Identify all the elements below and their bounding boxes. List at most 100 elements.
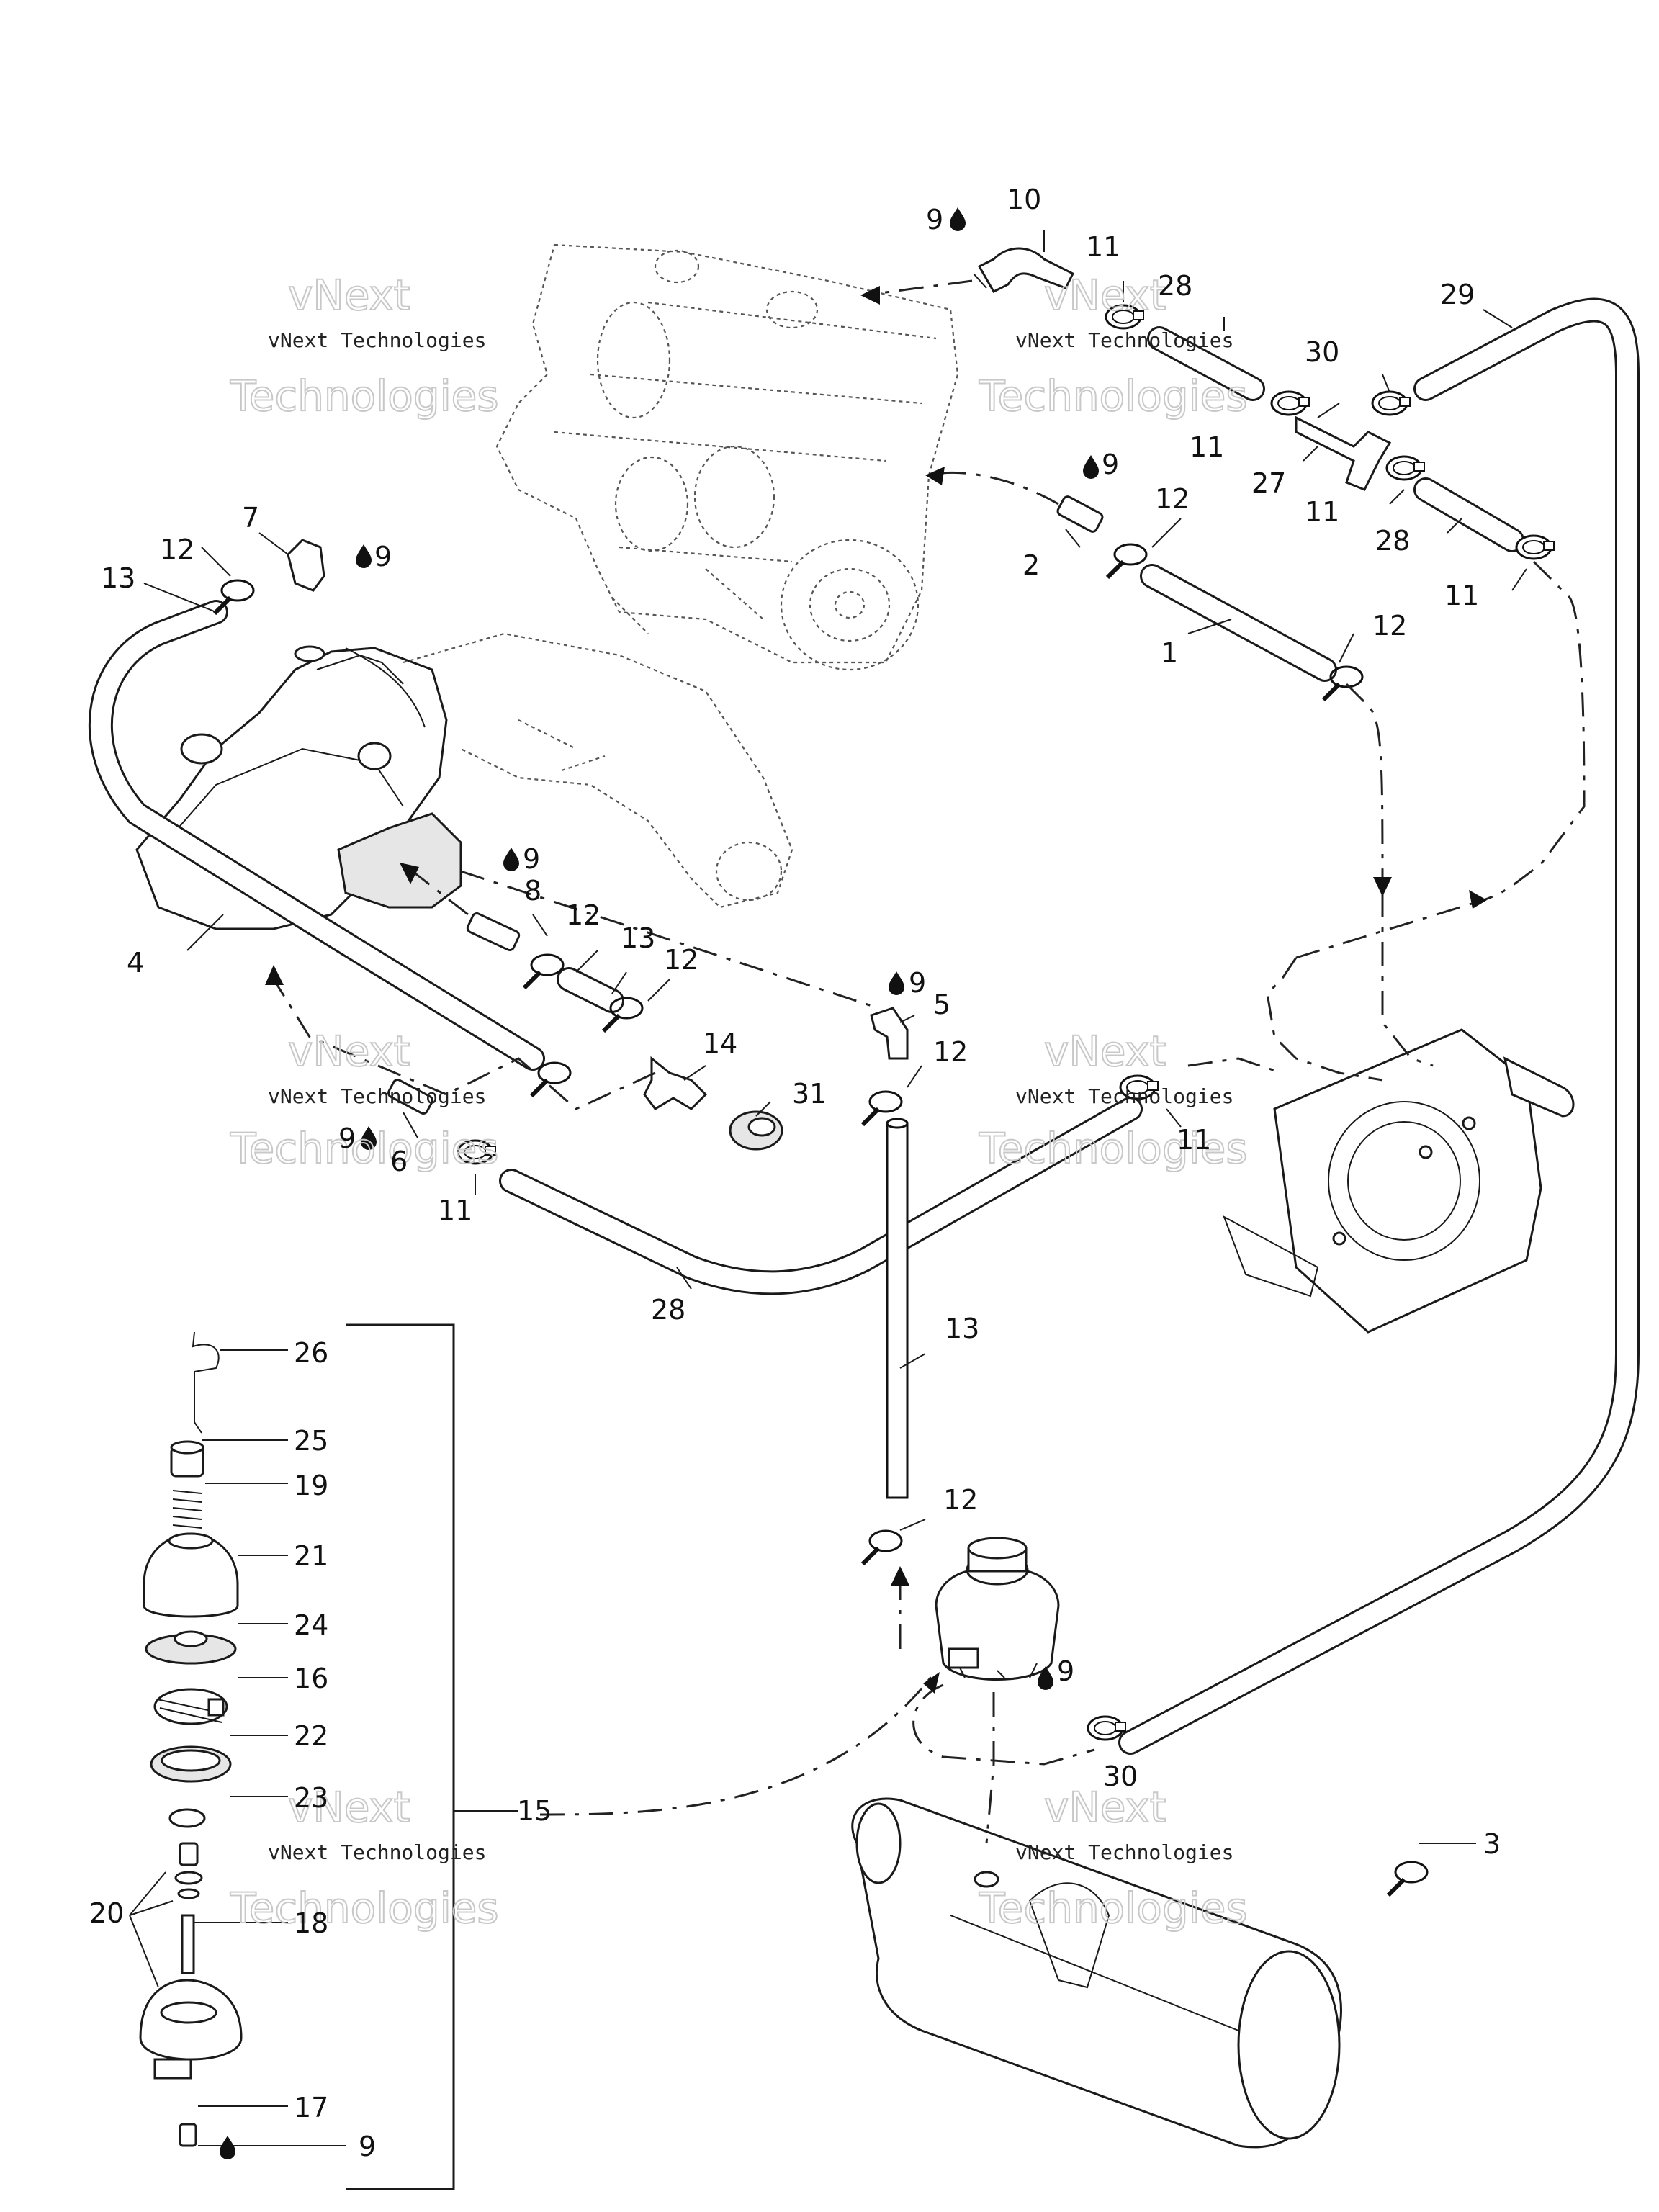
transom-plate	[1223, 1028, 1575, 1334]
callout-15: 15	[517, 1795, 552, 1827]
callout-20: 20	[89, 1897, 124, 1929]
callout-1: 1	[1161, 637, 1178, 669]
exhaust-pipe-phantom	[403, 632, 793, 909]
callout-12: 12	[1372, 610, 1407, 642]
callout-9: 9	[374, 541, 392, 572]
y-fitting-14	[643, 1056, 708, 1110]
svg-text:vNext: vNext	[1044, 1027, 1166, 1076]
callout-24: 24	[294, 1609, 328, 1641]
callout-13: 13	[101, 562, 135, 594]
callouts: 10 9 11 28 29 30 11 27 9 12 11 28 2 11 1…	[89, 184, 1501, 2162]
callout-30: 30	[1305, 336, 1339, 368]
callout-29: 29	[1440, 279, 1475, 310]
regulator-exploded	[139, 1323, 455, 2190]
exhaust-manifold	[135, 645, 462, 930]
watermark-bottom-right: vNext vNext Technologies Technologies	[978, 1782, 1249, 1933]
hose-13-short	[557, 967, 624, 1013]
callout-9: 9	[523, 843, 540, 875]
svg-text:Technologies: Technologies	[979, 1884, 1248, 1933]
callout-9: 9	[909, 967, 926, 999]
muffler	[851, 1797, 1342, 2149]
hose-1	[1140, 564, 1337, 682]
callout-12: 12	[160, 534, 194, 565]
svg-text:vNext: vNext	[288, 1783, 410, 1832]
callout-27: 27	[1251, 467, 1286, 499]
elbow-fitting-7	[287, 539, 325, 592]
svg-text:Technologies: Technologies	[979, 1124, 1248, 1173]
callout-9: 9	[359, 2131, 376, 2162]
callout-13: 13	[621, 922, 655, 954]
hose-28-top	[1147, 326, 1524, 552]
watermark-top-left: vNext vNext Technologies Technologies	[229, 270, 500, 421]
callout-31: 31	[792, 1078, 827, 1110]
callout-30: 30	[1103, 1761, 1138, 1792]
callout-26: 26	[294, 1337, 328, 1369]
fitting-2	[1056, 495, 1104, 533]
svg-text:vNext: vNext	[1044, 1783, 1166, 1832]
callout-11: 11	[1086, 231, 1120, 263]
callout-12: 12	[933, 1036, 968, 1068]
callout-14: 14	[703, 1028, 737, 1059]
callout-12: 12	[943, 1484, 978, 1516]
callout-11: 11	[1305, 496, 1339, 528]
svg-text:vNext Technologies: vNext Technologies	[1015, 328, 1233, 352]
svg-text:vNext Technologies: vNext Technologies	[268, 1840, 486, 1864]
callout-4: 4	[127, 947, 144, 979]
elbow-fitting-5	[870, 1007, 909, 1060]
callout-9: 9	[1102, 449, 1119, 480]
callout-3: 3	[1483, 1828, 1501, 1860]
callout-11: 11	[438, 1195, 472, 1226]
callout-17: 17	[294, 2092, 328, 2123]
callout-22: 22	[294, 1720, 328, 1752]
callout-28: 28	[1375, 525, 1410, 557]
callout-25: 25	[294, 1425, 328, 1457]
hose-13-loop	[88, 600, 545, 1071]
callout-11: 11	[1444, 580, 1479, 611]
svg-text:vNext Technologies: vNext Technologies	[268, 1084, 486, 1108]
svg-text:vNext Technologies: vNext Technologies	[1015, 1840, 1233, 1864]
svg-text:Technologies: Technologies	[230, 1124, 499, 1173]
callout-10: 10	[1007, 184, 1041, 215]
watermark-mid-left: vNext vNext Technologies Technologies	[229, 1026, 500, 1174]
svg-text:vNext: vNext	[288, 1027, 410, 1076]
hose-13-vertical	[886, 1118, 909, 1499]
svg-text:vNext: vNext	[288, 271, 410, 320]
callout-12: 12	[566, 899, 601, 931]
fitting-8	[466, 912, 521, 952]
callout-7: 7	[242, 502, 259, 534]
svg-text:vNext Technologies: vNext Technologies	[1015, 1084, 1233, 1108]
callout-9: 9	[926, 204, 943, 235]
callout-28: 28	[1158, 270, 1192, 302]
callout-8: 8	[524, 875, 541, 907]
callout-9: 9	[338, 1123, 356, 1154]
callout-23: 23	[294, 1782, 328, 1814]
callout-11: 11	[1177, 1124, 1211, 1156]
callout-11: 11	[1190, 431, 1224, 463]
hose-29-right	[1118, 297, 1640, 1755]
callout-12: 12	[664, 944, 698, 976]
watermark-top-right: vNext vNext Technologies Technologies	[978, 270, 1249, 421]
svg-text:vNext Technologies: vNext Technologies	[268, 328, 486, 352]
callout-12: 12	[1155, 483, 1190, 515]
callout-6: 6	[390, 1146, 408, 1177]
callout-18: 18	[294, 1907, 328, 1939]
cap-31	[729, 1110, 783, 1151]
leader-lines	[129, 230, 1527, 2146]
callout-28: 28	[651, 1294, 685, 1326]
hose-28-bottom	[499, 1097, 1143, 1295]
callout-21: 21	[294, 1540, 328, 1572]
callout-19: 19	[294, 1470, 328, 1501]
flow-lines	[265, 279, 1586, 1844]
t-fitting-27	[1295, 415, 1392, 491]
callout-16: 16	[294, 1663, 328, 1694]
watermark-bottom-left: vNext vNext Technologies Technologies	[229, 1782, 500, 1933]
svg-text:Technologies: Technologies	[230, 1884, 499, 1933]
callout-13: 13	[945, 1313, 979, 1344]
callout-5: 5	[933, 989, 950, 1020]
svg-text:Technologies: Technologies	[979, 372, 1248, 421]
engine-block	[495, 243, 959, 671]
svg-text:Technologies: Technologies	[230, 372, 499, 421]
watermark-mid-right: vNext vNext Technologies Technologies	[978, 1026, 1249, 1174]
svg-text:vNext: vNext	[1044, 271, 1166, 320]
